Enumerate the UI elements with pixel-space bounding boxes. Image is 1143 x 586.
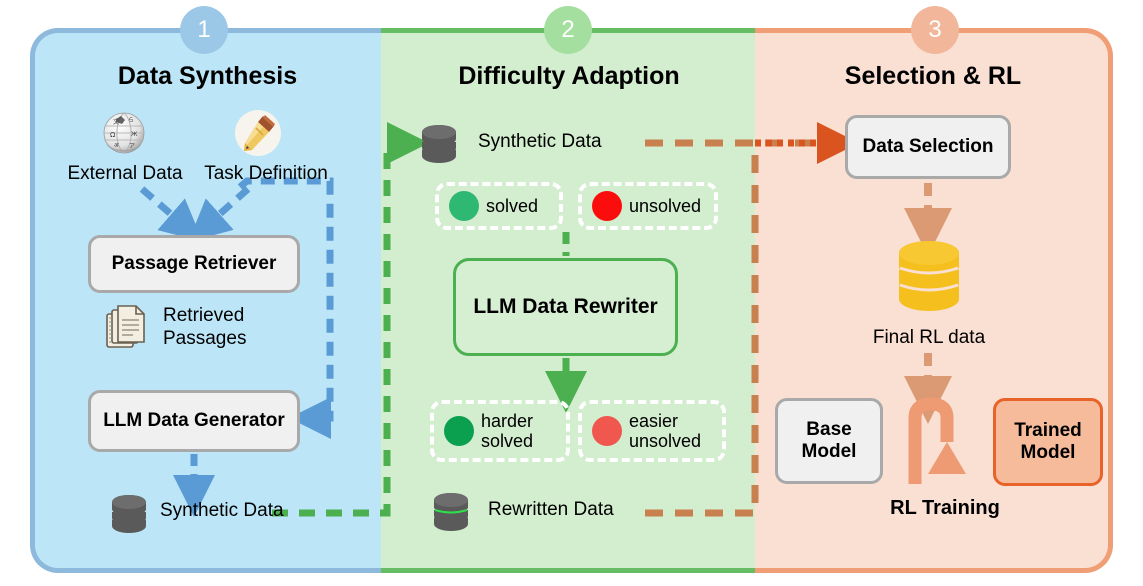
rl-training-label: RL Training (890, 497, 1000, 519)
documents-stack-icon (105, 305, 153, 351)
solved-label: solved (486, 195, 539, 216)
badge-unsolved: unsolved (578, 182, 718, 230)
database-icon-rewritten-data (430, 492, 472, 537)
harder-solved-label: harder solved (481, 410, 534, 451)
panel-title-difficulty-adaption: Difficulty Adaption (458, 62, 680, 90)
database-icon-synthetic-data-p2 (418, 124, 460, 169)
llm-data-rewriter-label: LLM Data Rewriter (473, 295, 658, 318)
base-model-label: Base Model (801, 418, 857, 462)
harder-solved-dot-icon (444, 416, 474, 446)
data-selection-box[interactable]: Data Selection (845, 115, 1011, 179)
step-number-3: 3 (928, 16, 942, 43)
svg-text:Ω: Ω (110, 131, 116, 139)
synthetic-data-label-p1: Synthetic Data (160, 500, 284, 521)
step-badge-2: 2 (544, 6, 592, 54)
badge-solved: solved (435, 182, 563, 230)
badge-easier-unsolved: easier unsolved (578, 400, 726, 462)
fountain-pen-icon (232, 108, 284, 160)
step-badge-1: 1 (180, 6, 228, 54)
unsolved-label: unsolved (629, 195, 702, 216)
easier-unsolved-dot-icon (592, 416, 622, 446)
step-number-1: 1 (197, 16, 211, 43)
step-number-2: 2 (561, 16, 575, 43)
solved-dot-icon (449, 191, 479, 221)
wikipedia-globe-icon: 文 ら Ω Ж अ ア (100, 110, 150, 160)
final-rl-data-label: Final RL data (872, 327, 986, 348)
svg-text:ら: ら (128, 117, 134, 124)
panel-title-data-synthesis: Data Synthesis (117, 62, 298, 90)
unsolved-dot-icon (592, 191, 622, 221)
passage-retriever-label: Passage Retriever (111, 252, 277, 274)
trained-model-label: Trained Model (1014, 419, 1082, 463)
llm-data-generator-label: LLM Data Generator (103, 409, 285, 431)
svg-text:अ: अ (114, 142, 119, 149)
svg-text:Ж: Ж (131, 131, 138, 138)
panel-title-selection-rl: Selection & RL (844, 62, 1022, 90)
task-definition-label: Task Definition (204, 163, 328, 184)
data-selection-label: Data Selection (862, 135, 994, 157)
easier-unsolved-label: easier unsolved (629, 410, 702, 451)
panel-data-synthesis (30, 28, 382, 573)
database-icon-synthetic-data-p1 (108, 494, 150, 539)
rewritten-data-label: Rewritten Data (488, 499, 614, 520)
step-badge-3: 3 (911, 6, 959, 54)
llm-data-generator-box[interactable]: LLM Data Generator (88, 390, 300, 452)
curved-arrow-icon (905, 396, 977, 486)
retrieved-passages-label: Retrieved Passages (163, 305, 247, 350)
llm-data-rewriter-box[interactable]: LLM Data Rewriter (453, 258, 678, 356)
badge-harder-solved: harder solved (430, 400, 570, 462)
base-model-box[interactable]: Base Model (775, 398, 883, 484)
trained-model-box[interactable]: Trained Model (993, 398, 1103, 486)
synthetic-data-label-p2: Synthetic Data (478, 131, 602, 152)
svg-text:ア: ア (129, 143, 135, 150)
passage-retriever-box[interactable]: Passage Retriever (88, 235, 300, 293)
database-icon-yellow-final-rl (890, 240, 968, 321)
external-data-label: External Data (67, 163, 183, 184)
